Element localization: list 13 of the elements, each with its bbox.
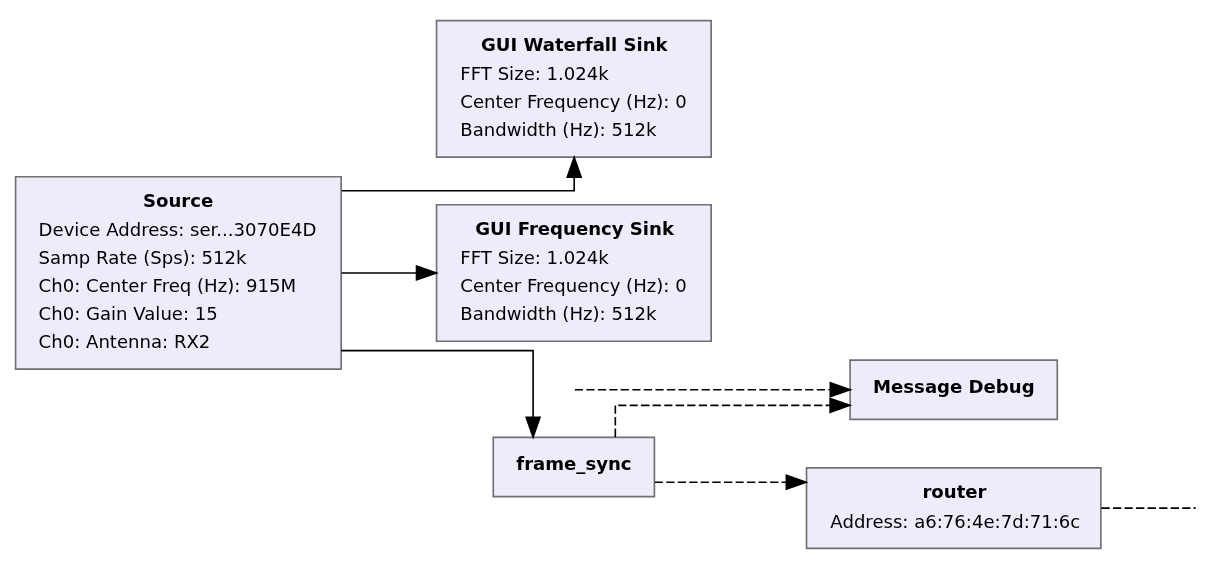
node-box: router Address: a6:76:4e:7d:71:6c — [805, 467, 1102, 550]
arrow — [614, 397, 853, 438]
arrow — [654, 474, 809, 491]
connector — [1100, 507, 1197, 509]
arrow — [340, 349, 542, 440]
arrow — [574, 381, 853, 398]
node-box: frame_sync — [492, 436, 656, 498]
node-box: Source Device Address: ser...3070E4D Samp Rate (Sps): 512k Ch0: Center Freq (Hz): 915M Ch0: Gain Value: 15 Ch0: Antenna: RX2 — [14, 175, 342, 370]
node-box: GUI Waterfall Sink FFT Size: 1.024k Center Frequency (Hz): 0 Bandwidth (Hz): 512k — [435, 19, 712, 158]
node-box: Message Debug — [849, 359, 1059, 421]
node-box: GUI Frequency Sink FFT Size: 1.024k Center Frequency (Hz): 0 Bandwidth (Hz): 512k — [435, 203, 712, 343]
arrow — [340, 264, 439, 282]
arrow — [340, 154, 583, 192]
